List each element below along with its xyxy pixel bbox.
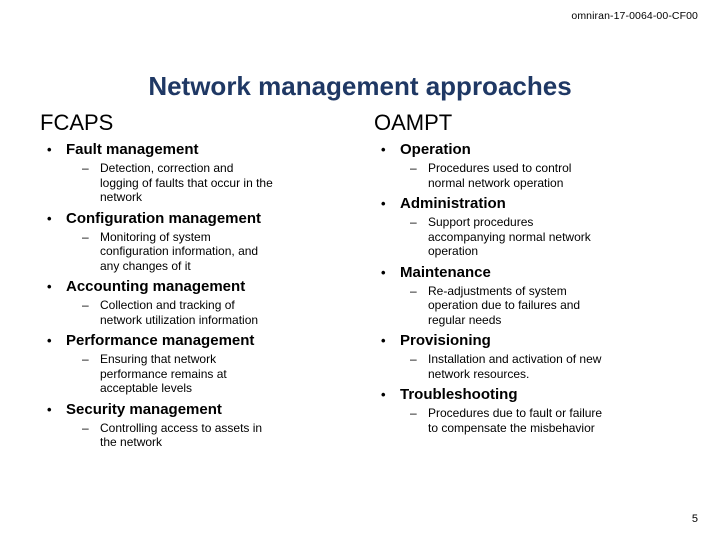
bullet-list-fcaps: •Fault management–Detection, correction … <box>40 140 360 450</box>
sub-bullet-item: –Procedures due to fault or failure to c… <box>374 406 704 435</box>
bullet-dot-icon: • <box>381 264 386 280</box>
column-oampt: OAMPT •Operation–Procedures used to cont… <box>374 110 704 439</box>
bullet-level1-label: Fault management <box>66 141 199 158</box>
bullet-level1-label: Performance management <box>66 332 255 349</box>
sub-bullet-list: –Procedures due to fault or failure to c… <box>374 406 704 435</box>
bullet-level1-label: Troubleshooting <box>400 386 518 403</box>
bullet-level1-row: • Troubleshooting <box>374 385 704 405</box>
bullet-dot-icon: • <box>47 401 52 417</box>
sub-bullet-list: –Monitoring of system configuration info… <box>40 230 360 274</box>
bullet-level1-label: Operation <box>400 141 471 158</box>
sub-bullet-list: –Installation and activation of new netw… <box>374 352 704 381</box>
document-id-header: omniran-17-0064-00-CF00 <box>571 10 698 22</box>
sub-bullet-text: Re-adjustments of system operation due t… <box>428 283 581 327</box>
sub-bullet-list: –Collection and tracking of network util… <box>40 298 360 327</box>
bullet-dot-icon: • <box>47 142 52 157</box>
sub-bullet-list: –Procedures used to control normal netwo… <box>374 161 704 190</box>
sub-bullet-item: –Controlling access to assets in the net… <box>40 421 360 450</box>
bullet-item: • Security management –Controlling access … <box>40 400 360 450</box>
bullet-level1-label: Configuration management <box>66 209 262 227</box>
bullet-item: • Provisioning –Installation and activatio… <box>374 331 704 381</box>
bullet-dot-icon: • <box>381 333 386 348</box>
sub-bullet-text: Detection, correction and logging of fau… <box>100 161 273 204</box>
sub-bullet-item: –Detection, correction and logging of fa… <box>40 161 360 205</box>
bullet-dot-icon: • <box>381 142 386 157</box>
bullet-item: • Administration –Support procedures accom… <box>374 194 704 259</box>
sub-bullet-item: –Monitoring of system configuration info… <box>40 230 360 274</box>
bullet-dash-icon: – <box>82 298 89 312</box>
bullet-dash-icon: – <box>410 283 417 298</box>
sub-bullet-item: –Ensuring that network performance remai… <box>40 352 360 396</box>
bullet-dash-icon: – <box>82 161 89 175</box>
sub-bullet-text: Procedures due to fault or failure to co… <box>428 406 603 435</box>
bullet-dot-icon: • <box>47 333 52 348</box>
bullet-item: • Operation –Procedures used to control no… <box>374 140 704 190</box>
bullet-dash-icon: – <box>410 161 417 175</box>
bullet-item: • Configuration management –Monitoring of … <box>40 209 360 274</box>
sub-bullet-item: –Procedures used to control normal netwo… <box>374 161 704 190</box>
bullet-item: • Troubleshooting –Procedures due to fault… <box>374 385 704 435</box>
bullet-dash-icon: – <box>82 229 89 244</box>
sub-bullet-text: Controlling access to assets in the netw… <box>100 420 263 450</box>
bullet-level1-label: Security management <box>66 400 222 418</box>
sub-bullet-list: –Re-adjustments of system operation due … <box>374 284 704 328</box>
sub-bullet-item: –Re-adjustments of system operation due … <box>374 284 704 328</box>
bullet-level1-row: • Operation <box>374 140 704 160</box>
bullet-level1-row: • Administration <box>374 194 704 214</box>
sub-bullet-item: –Support procedures accompanying normal … <box>374 215 704 259</box>
sub-bullet-list: –Support procedures accompanying normal … <box>374 215 704 259</box>
bullet-level1-row: • Provisioning <box>374 331 704 351</box>
page-number: 5 <box>691 513 698 525</box>
bullet-level1-label: Accounting management <box>66 278 246 295</box>
page-title: Network management approaches <box>148 71 572 102</box>
bullet-item: • Fault management –Detection, correction … <box>40 140 360 205</box>
column-heading-fcaps: FCAPS <box>40 110 114 135</box>
bullet-item: • Maintenance –Re-adjustments of system op… <box>374 263 704 328</box>
sub-bullet-text: Support procedures accompanying normal n… <box>428 215 591 258</box>
bullet-dot-icon: • <box>47 210 52 226</box>
bullet-item: • Accounting management –Collection and tr… <box>40 277 360 327</box>
bullet-dash-icon: – <box>410 406 417 420</box>
bullet-dot-icon: • <box>381 196 386 211</box>
bullet-dash-icon: – <box>410 352 417 366</box>
sub-bullet-text: Collection and tracking of network utili… <box>100 298 259 327</box>
sub-bullet-text: Installation and activation of new netwo… <box>428 352 602 381</box>
column-heading-oampt: OAMPT <box>374 110 453 135</box>
sub-bullet-text: Monitoring of system configuration infor… <box>100 229 259 273</box>
bullet-item: • Performance management –Ensuring that ne… <box>40 331 360 396</box>
column-fcaps: FCAPS •Fault management–Detection, corre… <box>40 110 360 454</box>
sub-bullet-text: Ensuring that network performance remain… <box>100 352 227 395</box>
bullet-dot-icon: • <box>47 279 52 294</box>
bullet-level1-row: • Maintenance <box>374 263 704 283</box>
bullet-dash-icon: – <box>82 420 89 435</box>
bullet-level1-row: • Performance management <box>40 331 360 351</box>
bullet-level1-row: • Accounting management <box>40 277 360 297</box>
bullet-level1-row: • Fault management <box>40 140 360 160</box>
sub-bullet-list: –Detection, correction and logging of fa… <box>40 161 360 205</box>
bullet-dash-icon: – <box>82 352 89 366</box>
bullet-list-oampt: •Operation–Procedures used to control no… <box>374 140 704 435</box>
sub-bullet-item: –Installation and activation of new netw… <box>374 352 704 381</box>
sub-bullet-item: –Collection and tracking of network util… <box>40 298 360 327</box>
bullet-level1-label: Administration <box>400 195 506 212</box>
sub-bullet-list: –Controlling access to assets in the net… <box>40 421 360 450</box>
sub-bullet-text: Procedures used to control normal networ… <box>428 161 572 190</box>
bullet-level1-row: • Configuration management <box>40 209 360 229</box>
bullet-dash-icon: – <box>410 215 417 229</box>
bullet-level1-label: Maintenance <box>400 263 491 281</box>
sub-bullet-list: –Ensuring that network performance remai… <box>40 352 360 396</box>
bullet-level1-label: Provisioning <box>400 332 491 349</box>
bullet-level1-row: • Security management <box>40 400 360 420</box>
bullet-dot-icon: • <box>381 387 386 402</box>
